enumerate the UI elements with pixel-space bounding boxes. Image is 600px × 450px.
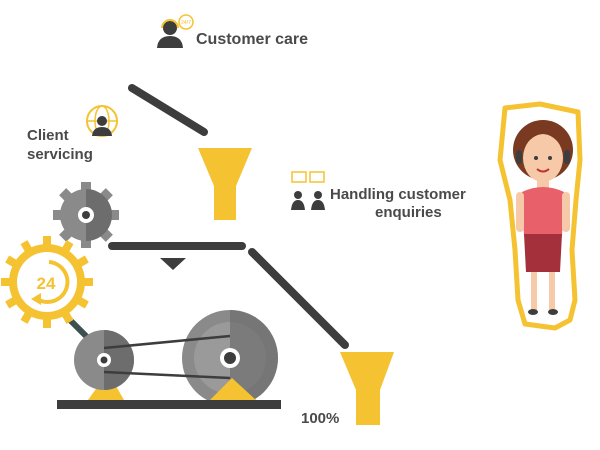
client-globe-icon bbox=[86, 105, 118, 137]
customer-care-agent-icon: 24/7 bbox=[157, 14, 194, 48]
percent-label: 100% bbox=[301, 410, 340, 427]
handling-enquiries-label-line2: enquiries bbox=[375, 204, 442, 221]
enquiries-chat-icon bbox=[291, 171, 325, 210]
client-servicing-label-line1: Client bbox=[27, 127, 69, 144]
drive-belt-bottom bbox=[103, 370, 231, 380]
drive-belt-top bbox=[103, 334, 231, 350]
belt-top bbox=[128, 84, 208, 136]
gear-24-label: 24 bbox=[37, 274, 56, 293]
gear-gray-icon bbox=[53, 182, 119, 248]
funnel-bottom bbox=[340, 352, 394, 425]
platform bbox=[57, 400, 281, 409]
customer-care-label: Customer care bbox=[196, 31, 309, 48]
funnel-top bbox=[198, 148, 252, 220]
arrow-down-icon bbox=[160, 258, 186, 270]
gear-24-icon: 24 bbox=[1, 236, 93, 328]
handling-enquiries-label-line1: Handling customer bbox=[330, 186, 466, 203]
support-agent-woman bbox=[497, 101, 583, 331]
client-servicing-label-line2: servicing bbox=[27, 146, 93, 163]
wheel-small bbox=[74, 330, 134, 390]
agent-badge-label: 24/7 bbox=[181, 20, 191, 26]
belt-diagonal bbox=[248, 248, 349, 349]
